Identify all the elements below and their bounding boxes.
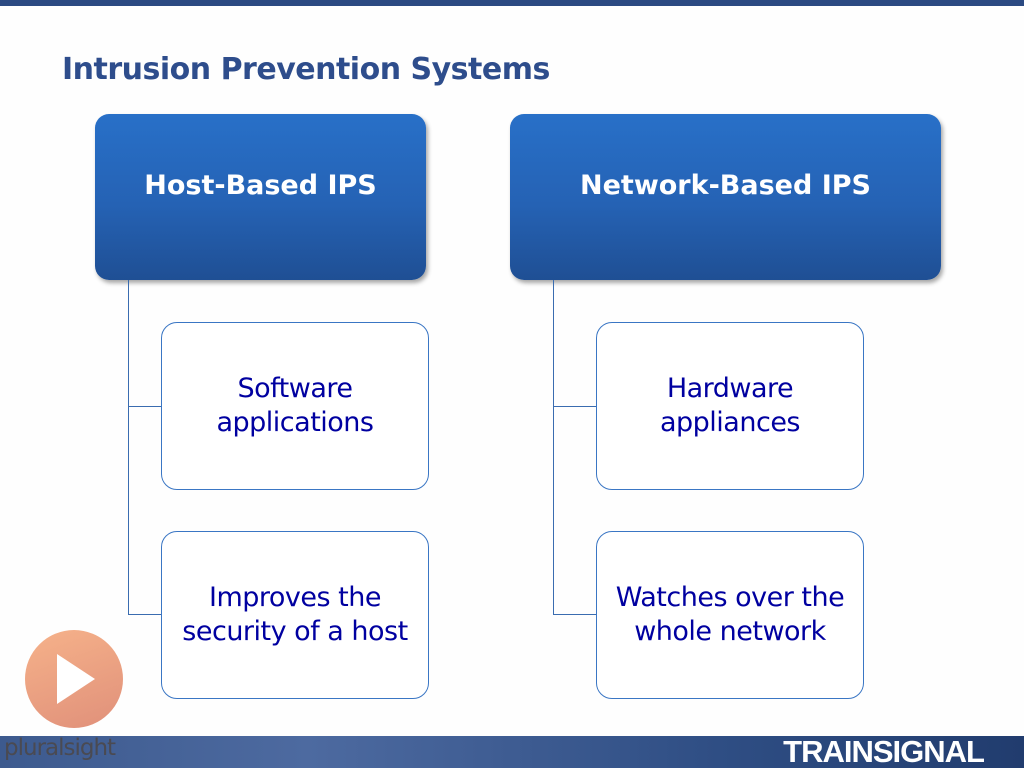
connector-line (553, 614, 597, 615)
item-box: Improves the security of a host (161, 531, 429, 699)
top-bar (0, 0, 1024, 6)
item-text: Watches over the whole network (615, 582, 845, 647)
connector-line (553, 280, 554, 614)
connector-line (128, 614, 162, 615)
slide-title: Intrusion Prevention Systems (62, 52, 550, 87)
item-text: Improves the security of a host (182, 582, 408, 647)
header-label: Host-Based IPS (144, 169, 377, 201)
item-text: Software applications (216, 373, 374, 438)
trainsignal-logo: TRAINSIGNAL (783, 734, 985, 769)
network-based-header: Network-Based IPS (510, 114, 941, 280)
connector-line (128, 280, 129, 614)
connector-line (553, 406, 597, 407)
pluralsight-logo: pluralsight (4, 735, 116, 761)
bottom-bar (0, 736, 1024, 768)
header-label: Network-Based IPS (580, 169, 871, 201)
item-box: Watches over the whole network (596, 531, 864, 699)
item-box: Hardware appliances (596, 322, 864, 490)
host-based-header: Host-Based IPS (95, 114, 426, 280)
item-box: Software applications (161, 322, 429, 490)
connector-line (128, 406, 162, 407)
play-icon[interactable] (25, 630, 123, 728)
item-text: Hardware appliances (659, 373, 801, 438)
